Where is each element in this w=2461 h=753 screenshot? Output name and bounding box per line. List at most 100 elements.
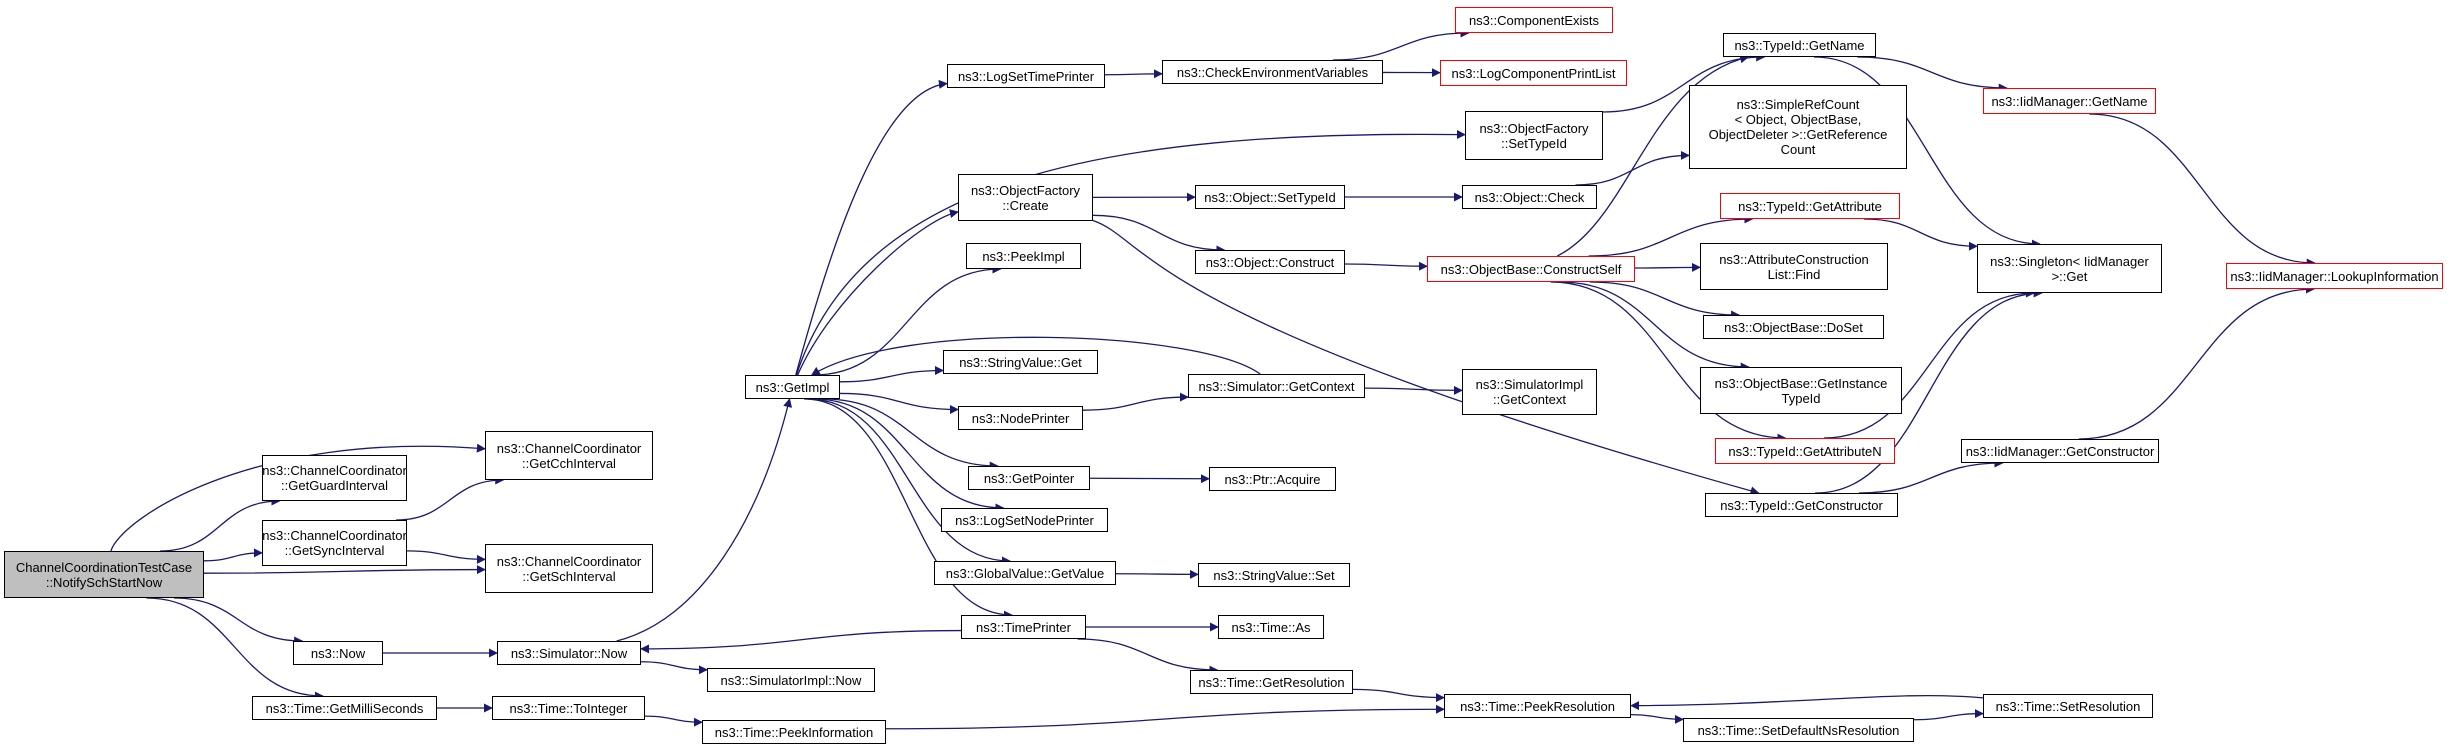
edge-getimpl-to-logsettp	[795, 79, 948, 376]
edge-logsettp-to-checkenv	[1104, 69, 1163, 79]
edge-setres-to-peekres	[1630, 694, 1984, 711]
node-logsetnp[interactable]: ns3::LogSetNodePrinter	[941, 508, 1108, 532]
node-iidgetcons[interactable]: ns3::IidManager::GetConstructor	[1961, 439, 2159, 463]
node-setdefns[interactable]: ns3::Time::SetDefaultNsResolution	[1683, 718, 1914, 742]
edge-iidgetcons-to-iidlookup	[2078, 284, 2316, 440]
node-peekimpl[interactable]: ns3::PeekImpl	[966, 243, 1081, 269]
edge-gsi-to-gcch	[396, 475, 505, 521]
edge-obconsself-to-tidgetname	[1556, 54, 1750, 257]
edge-obconsself-to-tidgetattr	[1588, 214, 1754, 257]
edge-checkenv-to-compex	[1332, 28, 1470, 61]
edge-tidgetname-to-singleton	[1813, 56, 2041, 249]
node-tidgetattr[interactable]: ns3::TypeId::GetAttribute	[1720, 193, 1900, 219]
edge-iidgetname-to-iidlookup	[2089, 113, 2316, 268]
edge-getimpl-to-strvalget	[839, 365, 944, 383]
node-getimpl[interactable]: ns3::GetImpl	[745, 375, 840, 399]
edge-peekres-to-setdefns	[1630, 713, 1684, 724]
edge-getimpl-to-ofcreate	[797, 209, 959, 376]
edge-setdefns-to-setres	[1913, 709, 1984, 721]
node-setres[interactable]: ns3::Time::SetResolution	[1983, 694, 2153, 718]
edge-timeprinter-to-timegetres	[1077, 638, 1219, 675]
node-peekinfo[interactable]: ns3::Time::PeekInformation	[702, 720, 886, 744]
node-peekres[interactable]: ns3::Time::PeekResolution	[1444, 694, 1631, 718]
node-timegetres[interactable]: ns3::Time::GetResolution	[1190, 670, 1353, 694]
edge-getimpl-to-nodeprinter	[839, 392, 959, 414]
node-simplerc[interactable]: ns3::SimpleRefCount < Object, ObjectBase…	[1689, 85, 1907, 169]
node-getpointer[interactable]: ns3::GetPointer	[968, 466, 1090, 490]
node-simimplnow[interactable]: ns3::SimulatorImpl::Now	[707, 668, 875, 692]
edge-getimpl-to-ofsettid	[795, 130, 1466, 376]
node-timeas[interactable]: ns3::Time::As	[1218, 615, 1324, 639]
edge-getimpl-to-logsetnp	[813, 398, 1005, 513]
node-strvalget[interactable]: ns3::StringValue::Get	[943, 350, 1098, 374]
node-tidgetcons[interactable]: ns3::TypeId::GetConstructor	[1705, 493, 1898, 517]
node-objcheck[interactable]: ns3::Object::Check	[1462, 185, 1597, 209]
edge-obconsself-to-obdoset	[1589, 281, 1741, 320]
node-ggi[interactable]: ns3::ChannelCoordinator ::GetGuardInterv…	[262, 455, 407, 501]
node-obconsself[interactable]: ns3::ObjectBase::ConstructSelf	[1427, 256, 1635, 282]
node-logcpl[interactable]: ns3::LogComponentPrintList	[1440, 60, 1627, 86]
edge-root-to-ggi	[160, 496, 281, 552]
node-ofsettid[interactable]: ns3::ObjectFactory ::SetTypeId	[1465, 111, 1603, 160]
edge-tidgetattr-to-singleton	[1863, 218, 1978, 251]
node-toint[interactable]: ns3::Time::ToInteger	[492, 696, 645, 720]
edge-getimpl-to-gvgetvalue	[807, 398, 1011, 566]
edge-simnow-to-simimplnow	[640, 661, 708, 675]
node-root: ChannelCoordinationTestCase ::NotifySchS…	[4, 551, 204, 598]
edge-root-to-now	[174, 597, 304, 646]
node-objcons[interactable]: ns3::Object::Construct	[1195, 250, 1345, 274]
node-timeprinter[interactable]: ns3::TimePrinter	[961, 615, 1086, 639]
node-ptracq[interactable]: ns3::Ptr::Acquire	[1209, 467, 1336, 491]
edge-obconsself-to-acfind	[1634, 262, 1701, 272]
node-iidlookup[interactable]: ns3::IidManager::LookupInformation	[2226, 263, 2443, 289]
edge-getimpl-to-getpointer	[823, 398, 999, 471]
node-getms[interactable]: ns3::Time::GetMilliSeconds	[252, 696, 437, 720]
node-obdoset[interactable]: ns3::ObjectBase::DoSet	[1703, 315, 1884, 339]
edge-simgetctx-to-getimpl	[810, 336, 1261, 376]
edge-root-to-getms	[146, 597, 324, 701]
edge-root-to-gsi	[203, 548, 263, 562]
edge-simgetctx-to-simimplgetctx	[1364, 385, 1463, 395]
edge-timegetres-to-peekres	[1352, 688, 1445, 703]
edge-nodeprinter-to-simgetctx	[1082, 392, 1189, 411]
node-simnow[interactable]: ns3::Simulator::Now	[497, 641, 641, 665]
node-simimplgetctx[interactable]: ns3::SimulatorImpl ::GetContext	[1462, 369, 1597, 415]
node-now[interactable]: ns3::Now	[293, 641, 383, 665]
edge-tidgetattrn-to-singleton	[1823, 288, 2035, 439]
node-checkenv[interactable]: ns3::CheckEnvironmentVariables	[1162, 60, 1383, 84]
node-compex[interactable]: ns3::ComponentExists	[1455, 7, 1613, 33]
edge-obconsself-to-obgetinst	[1559, 281, 1750, 372]
edge-tidgetcons-to-iidgetcons	[1858, 458, 2004, 494]
node-objsettid[interactable]: ns3::Object::SetTypeId	[1195, 185, 1345, 209]
edge-tidgetcons-to-singleton	[1815, 288, 2043, 494]
edge-getimpl-to-timeprinter	[804, 398, 1013, 620]
edge-timeprinter-to-simnow	[640, 629, 962, 654]
edge-root-to-gsch	[203, 565, 486, 575]
node-iidgetname[interactable]: ns3::IidManager::GetName	[1983, 88, 2156, 114]
edge-obconsself-to-tidgetattrn	[1550, 281, 1787, 443]
node-tidgetattrn[interactable]: ns3::TypeId::GetAttributeN	[1715, 438, 1895, 464]
node-gcch[interactable]: ns3::ChannelCoordinator ::GetCchInterval	[485, 431, 653, 480]
node-gsi[interactable]: ns3::ChannelCoordinator ::GetSyncInterva…	[262, 520, 407, 566]
node-logsettp[interactable]: ns3::LogSetTimePrinter	[947, 64, 1105, 88]
node-simgetctx[interactable]: ns3::Simulator::GetContext	[1188, 374, 1365, 398]
node-ofcreate[interactable]: ns3::ObjectFactory ::Create	[958, 174, 1093, 221]
edge-root-to-gcch	[110, 443, 486, 552]
edge-getimpl-to-peekimpl	[813, 264, 1002, 376]
edge-ofcreate-to-objcons	[1092, 214, 1226, 255]
node-nodeprinter[interactable]: ns3::NodePrinter	[958, 406, 1083, 430]
node-gvgetvalue[interactable]: ns3::GlobalValue::GetValue	[934, 561, 1116, 585]
node-obgetinst[interactable]: ns3::ObjectBase::GetInstance TypeId	[1700, 367, 1902, 414]
edge-tidgetname-to-iidgetname	[1857, 56, 2008, 93]
node-singleton[interactable]: ns3::Singleton< IidManager >::Get	[1977, 244, 2162, 293]
node-gsch[interactable]: ns3::ChannelCoordinator ::GetSchInterval	[485, 544, 653, 593]
edge-ofcreate-to-tidgetcons	[1092, 219, 1760, 496]
edge-gvgetvalue-to-strvalset	[1115, 569, 1199, 579]
edge-peekinfo-to-peekres	[885, 704, 1445, 730]
node-strvalset[interactable]: ns3::StringValue::Set	[1198, 563, 1350, 587]
node-acfind[interactable]: ns3::AttributeConstruction List::Find	[1700, 243, 1888, 290]
node-tidgetname[interactable]: ns3::TypeId::GetName	[1723, 33, 1876, 57]
edge-gsi-to-gsch	[406, 550, 486, 564]
